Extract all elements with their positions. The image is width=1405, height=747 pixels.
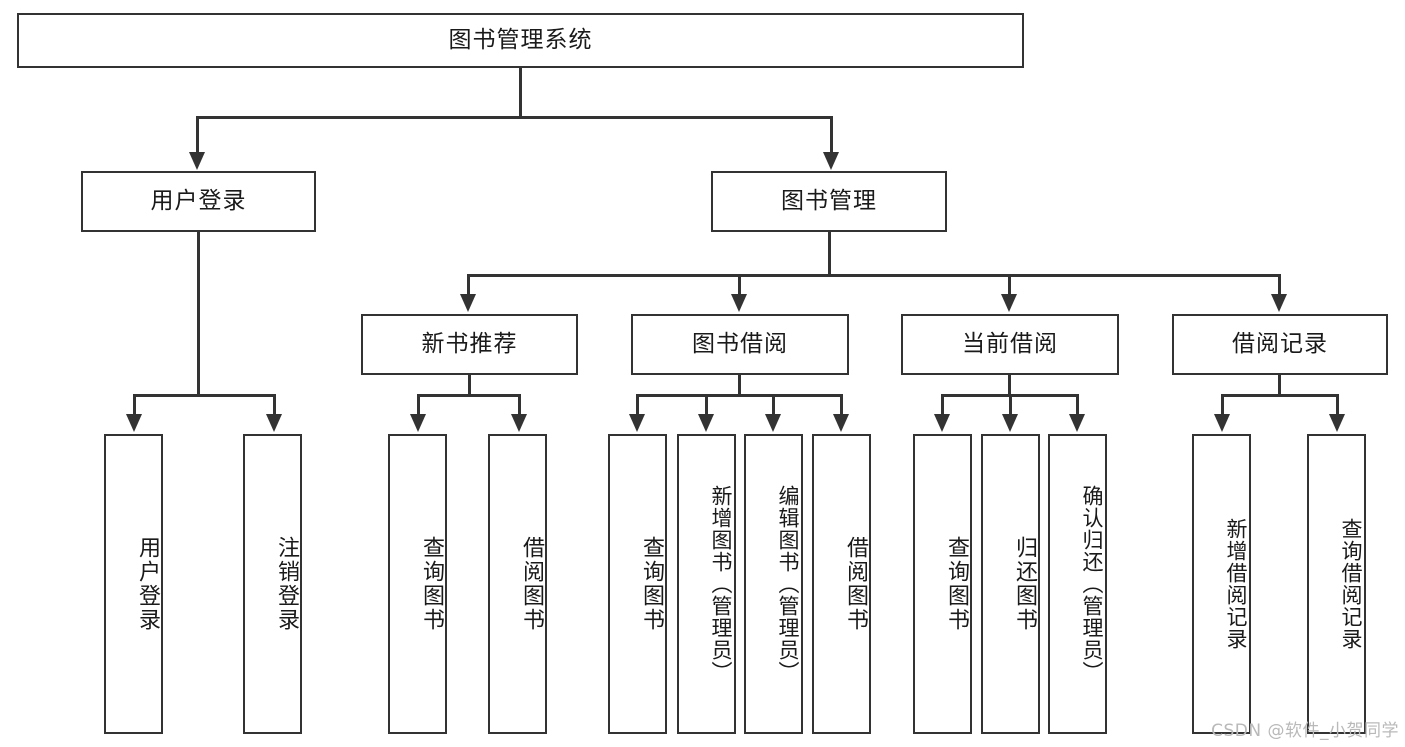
arrow-book-borrow-to-leaf-2	[698, 414, 714, 432]
connector-new-book-to-leaf-1	[417, 394, 420, 418]
connector-book-mgmt-stem	[828, 232, 831, 276]
arrow-book-borrow-to-leaf-1	[629, 414, 645, 432]
arrow-book-borrow-to-leaf-4	[833, 414, 849, 432]
connector-borrow-record-to-leaf-2	[1336, 394, 1339, 418]
arrow-current-borrow-to-leaf-2	[1002, 414, 1018, 432]
connector-root-bus	[196, 116, 833, 119]
arrow-new-book-to-leaf-1	[410, 414, 426, 432]
connector-borrow-record-bus	[1221, 394, 1338, 397]
connector-current-borrow-to-leaf-2	[1009, 394, 1012, 418]
arrow-user-login-to-leaf-2	[266, 414, 282, 432]
arrow-current-borrow-to-leaf-3	[1069, 414, 1085, 432]
arrow-borrow-record-to-leaf-2	[1329, 414, 1345, 432]
connector-book-mgmt-to-borrow	[738, 274, 741, 298]
leaf-user-login-login[interactable]: 用户登录	[104, 434, 163, 734]
node-user-login[interactable]: 用户登录	[81, 171, 316, 232]
leaf-book-borrow-query[interactable]: 查询图书	[608, 434, 667, 734]
leaf-new-book-query[interactable]: 查询图书	[388, 434, 447, 734]
leaf-borrow-record-query[interactable]: 查询借阅记录	[1307, 434, 1366, 734]
leaf-current-borrow-query[interactable]: 查询图书	[913, 434, 972, 734]
node-new-book-recommend[interactable]: 新书推荐	[361, 314, 578, 375]
connector-book-borrow-to-leaf-2	[705, 394, 708, 418]
node-book-management[interactable]: 图书管理	[711, 171, 947, 232]
connector-new-book-to-leaf-2	[518, 394, 521, 418]
connector-current-borrow-stem	[1008, 375, 1011, 396]
leaf-borrow-record-add[interactable]: 新增借阅记录	[1192, 434, 1251, 734]
node-book-borrow[interactable]: 图书借阅	[631, 314, 849, 375]
arrow-root-to-book-mgmt	[823, 152, 839, 170]
connector-root-stem	[519, 68, 522, 117]
connector-book-mgmt-to-current	[1008, 274, 1011, 298]
node-root-system[interactable]: 图书管理系统	[17, 13, 1024, 68]
arrow-book-borrow-to-leaf-3	[765, 414, 781, 432]
connector-borrow-record-to-leaf-1	[1221, 394, 1224, 418]
node-borrow-record[interactable]: 借阅记录	[1172, 314, 1388, 375]
connector-borrow-record-stem	[1278, 375, 1281, 396]
arrow-book-mgmt-to-current	[1001, 294, 1017, 312]
leaf-book-borrow-edit[interactable]: 编辑图书（管理员）	[744, 434, 803, 734]
arrow-user-login-to-leaf-1	[126, 414, 142, 432]
connector-root-to-user-login	[196, 116, 199, 156]
connector-user-login-to-leaf-2	[273, 394, 276, 418]
arrow-borrow-record-to-leaf-1	[1214, 414, 1230, 432]
arrow-new-book-to-leaf-2	[511, 414, 527, 432]
leaf-current-borrow-confirm-return[interactable]: 确认归还（管理员）	[1048, 434, 1107, 734]
arrow-root-to-user-login	[189, 152, 205, 170]
connector-book-borrow-stem	[738, 375, 741, 396]
arrow-book-mgmt-to-new-book	[460, 294, 476, 312]
arrow-book-mgmt-to-record	[1271, 294, 1287, 312]
leaf-book-borrow-borrow[interactable]: 借阅图书	[812, 434, 871, 734]
connector-user-login-to-leaf-1	[133, 394, 136, 418]
connector-user-login-bus	[133, 394, 275, 397]
connector-new-book-stem	[468, 375, 471, 396]
connector-new-book-bus	[417, 394, 520, 397]
leaf-user-login-logout[interactable]: 注销登录	[243, 434, 302, 734]
leaf-new-book-borrow[interactable]: 借阅图书	[488, 434, 547, 734]
connector-current-borrow-to-leaf-3	[1076, 394, 1079, 418]
connector-book-mgmt-to-new-book	[467, 274, 470, 298]
connector-book-mgmt-to-record	[1278, 274, 1281, 298]
connector-book-borrow-bus	[636, 394, 842, 397]
connector-book-mgmt-bus	[467, 274, 1280, 277]
connector-root-to-book-mgmt	[830, 116, 833, 156]
connector-current-borrow-to-leaf-1	[941, 394, 944, 418]
connector-book-borrow-to-leaf-3	[772, 394, 775, 418]
connector-book-borrow-to-leaf-1	[636, 394, 639, 418]
connector-user-login-stem	[197, 232, 200, 396]
node-current-borrow[interactable]: 当前借阅	[901, 314, 1119, 375]
arrow-current-borrow-to-leaf-1	[934, 414, 950, 432]
arrow-book-mgmt-to-borrow	[731, 294, 747, 312]
leaf-current-borrow-return[interactable]: 归还图书	[981, 434, 1040, 734]
connector-book-borrow-to-leaf-4	[840, 394, 843, 418]
leaf-book-borrow-add[interactable]: 新增图书（管理员）	[677, 434, 736, 734]
